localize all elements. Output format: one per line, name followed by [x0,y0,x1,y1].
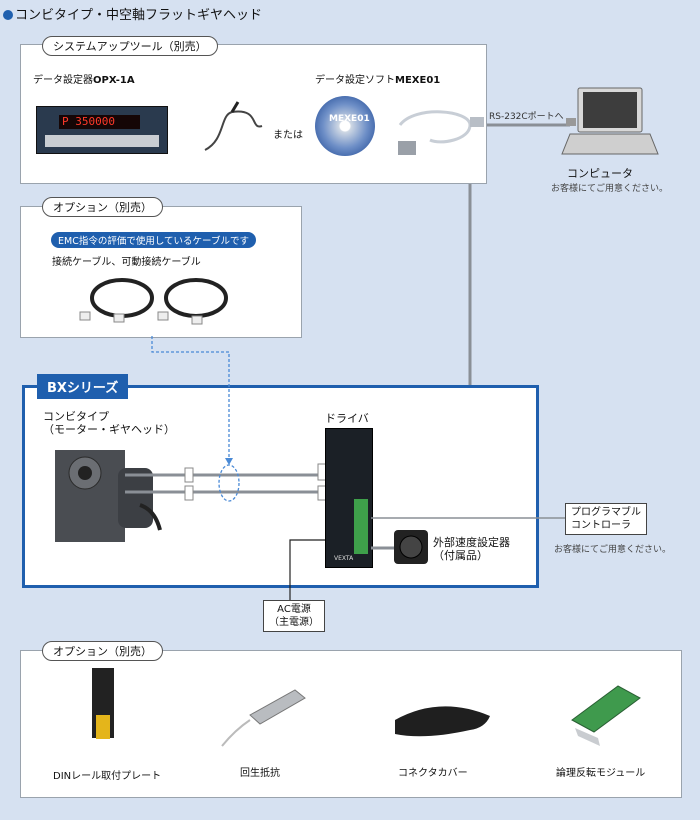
options-bottom-panel [20,650,682,798]
combi-label: コンビタイプ （モーター・ギヤヘッド） [43,410,175,436]
options-bottom-pill: オプション（別売） [42,641,163,661]
opx-keys [45,135,159,147]
plc-label: プログラマブル コントローラ [565,503,647,535]
page-title-text: コンビタイプ・中空軸フラットギヤヘッド [15,8,263,23]
opx-model: OPX-1A [93,75,135,86]
opx-device: P 350000 [36,106,168,154]
plc-note: お客様にてご用意ください。 [554,545,672,555]
bx-series-tab: BXシリーズ [37,374,129,399]
cd-title: MEXE01 [329,114,370,124]
computer-label: コンピュータ [567,167,633,180]
connector-cover-icon [395,706,490,737]
resistor-icon [221,689,306,747]
opx-prefix: データ設定器 [33,75,93,86]
opx-screen: P 350000 [59,115,140,129]
option-din-label: DINレール取付プレート [53,771,162,782]
page-title: コンビタイプ・中空軸フラットギヤヘッド [3,4,262,23]
mexe-prefix: データ設定ソフト [315,75,395,86]
driver-unit: VEXTA [325,428,373,568]
driver-terminal [354,499,368,554]
or-text: または [273,130,303,141]
logic-module-icon [571,685,641,746]
cable-label: 接続ケーブル、可動接続ケーブル [52,257,201,268]
mexe-label: データ設定ソフトMEXE01 [315,71,440,86]
system-tools-pill: システムアップツール（別売） [42,36,218,56]
option-resistor-label: 回生抵抗 [240,768,280,779]
option-logic-label: 論理反転モジュール [556,768,646,779]
bullet-icon [3,10,13,20]
speed-setter-label: 外部速度設定器 （付属品） [433,536,510,562]
emc-badge: EMC指令の評価で使用しているケーブルです [51,232,256,248]
opx-label: データ設定器OPX-1A [33,71,135,86]
driver-brand: VEXTA [334,555,354,562]
mexe-model: MEXE01 [395,75,441,86]
rs232c-label: RS-232Cポートへ [489,112,564,122]
option-cover-label: コネクタカバー [398,768,468,779]
driver-label: ドライバ [325,412,369,425]
option-cable-pill: オプション（別売） [42,197,163,217]
ac-power-label: AC電源 （主電源） [263,600,325,632]
din-plate-icon [92,668,114,739]
mexe-cd-icon: MEXE01 [315,96,375,156]
computer-note: お客様にてご用意ください。 [551,184,669,194]
